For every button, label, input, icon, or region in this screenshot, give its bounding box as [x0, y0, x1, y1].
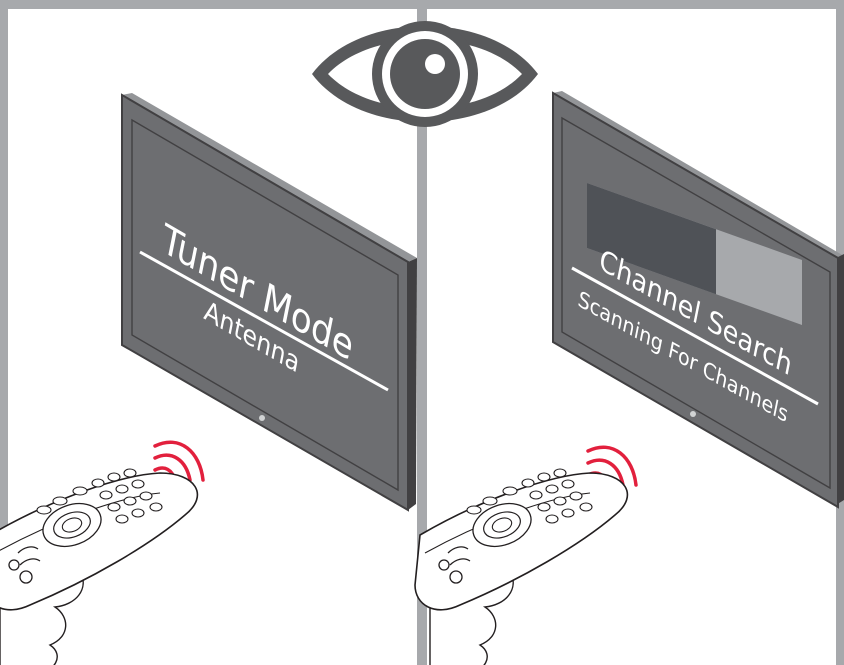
power-led-icon	[259, 415, 265, 421]
channel-search-progress-bar	[587, 183, 802, 325]
panel-divider	[417, 0, 427, 665]
tv-right: Channel Search Scanning For Channels	[552, 91, 844, 509]
left-panel: Tuner Mode Antenna	[0, 93, 417, 665]
remote-control-icon	[0, 468, 199, 665]
remote-control-icon	[414, 468, 629, 665]
tv-divider	[571, 266, 819, 406]
power-led-icon	[690, 411, 696, 417]
tv-left: Tuner Mode Antenna	[121, 93, 417, 512]
eye-icon	[312, 21, 538, 127]
tv-divider	[139, 250, 389, 392]
right-panel: Channel Search Scanning For Channels	[414, 91, 844, 665]
